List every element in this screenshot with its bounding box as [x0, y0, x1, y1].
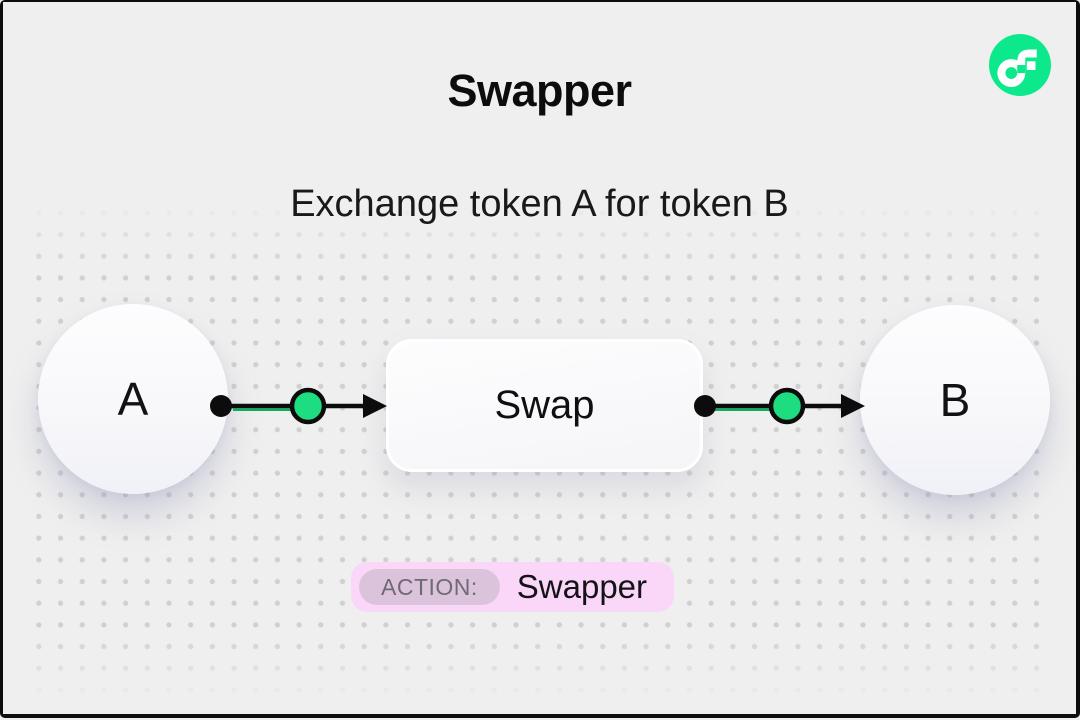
action-badge: ACTION: Swapper	[351, 562, 675, 612]
token-b-node: B	[860, 305, 1050, 495]
token-a-label: A	[117, 373, 149, 425]
action-badge-label: ACTION:	[359, 569, 500, 605]
page-title: Swapper	[447, 65, 632, 116]
canvas: Swapper Exchange token A for token B A S…	[3, 2, 1076, 714]
swap-action-box: Swap	[386, 339, 703, 472]
token-a-node: A	[38, 304, 228, 494]
token-b-label: B	[939, 374, 971, 426]
page-subtitle: Exchange token A for token B	[290, 183, 789, 225]
flow-logo-icon	[989, 34, 1051, 96]
swap-action-label: Swap	[494, 383, 595, 427]
action-badge-value: Swapper	[516, 568, 648, 605]
